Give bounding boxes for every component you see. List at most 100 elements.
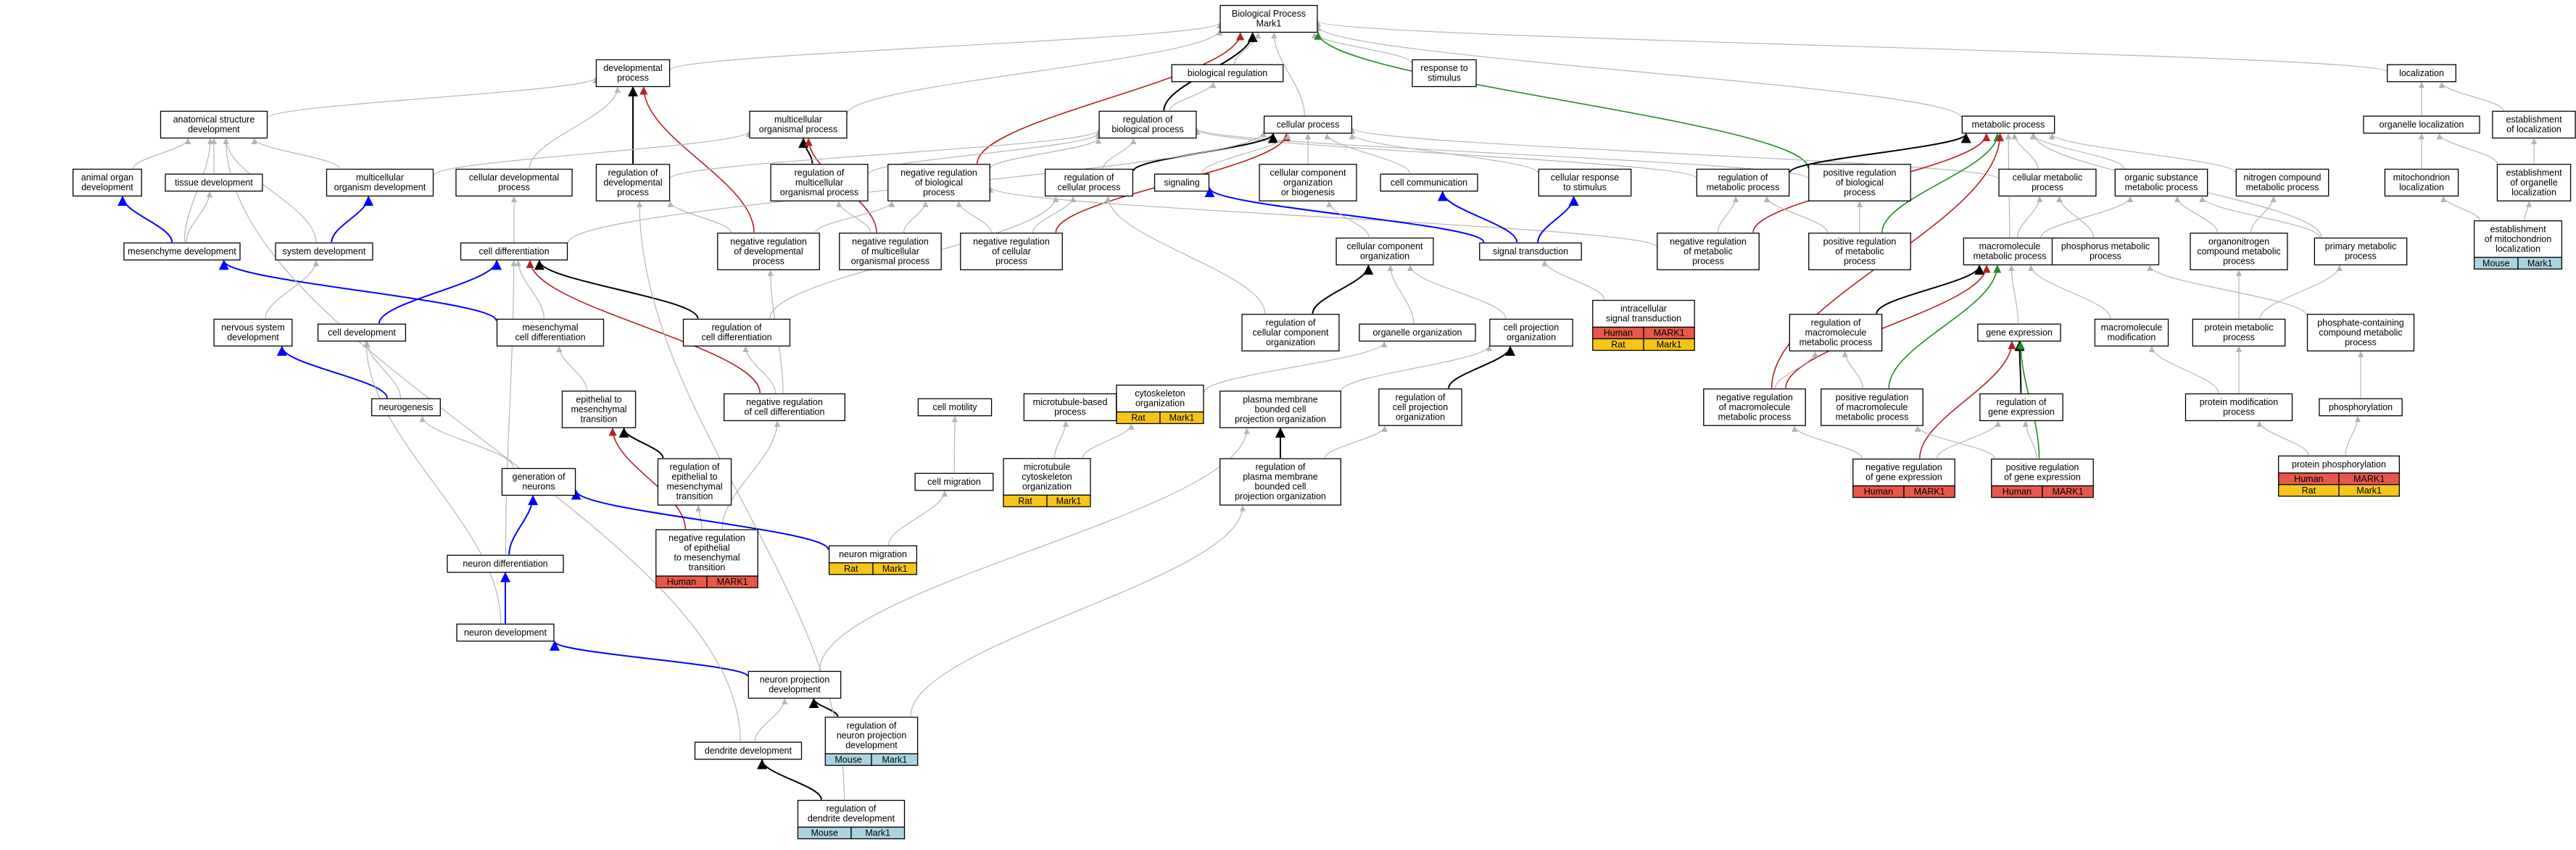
go-term-node[interactable]: cell motility (917, 398, 993, 417)
edge-red (1919, 341, 2016, 459)
go-term-node[interactable]: localization (2387, 64, 2456, 83)
go-term-node[interactable]: dendrite development (694, 741, 803, 760)
node-box (595, 164, 671, 201)
edge-gray (1774, 351, 1818, 388)
node-box (496, 318, 605, 347)
go-term-node[interactable]: cellular process (1263, 115, 1353, 134)
go-term-node[interactable]: phosphorylation (2319, 398, 2403, 417)
go-term-node[interactable]: signaling (1154, 173, 1210, 192)
node-label: macromolecule (2101, 322, 2163, 333)
go-term-node[interactable]: cell development (317, 323, 407, 342)
annotation-label: Human (667, 577, 696, 587)
go-term-node[interactable]: mesenchyme development (123, 242, 241, 261)
edge-gray (1103, 138, 1137, 169)
node-box (1998, 168, 2097, 197)
go-term-node[interactable]: signal transduction (1479, 242, 1582, 261)
go-term-node[interactable]: cell differentiation (460, 242, 568, 261)
go-term-node[interactable]: system development (275, 242, 373, 261)
edge-black (1448, 346, 1515, 389)
go-term-node[interactable]: neuron development (456, 623, 555, 642)
node-label: neuron differentiation (463, 559, 547, 569)
node-label: organization (1396, 412, 1445, 422)
go-term-node[interactable]: organelle organization (1359, 323, 1476, 342)
go-term-node[interactable]: biological regulation (1171, 64, 1284, 83)
go-term-node[interactable]: organelle localization (2363, 115, 2480, 134)
go-term-node[interactable]: cell communication (1380, 173, 1478, 192)
node-label: system development (283, 246, 366, 257)
go-term-node[interactable]: neurogenesis (371, 398, 441, 417)
go-term-node[interactable]: tissue development (165, 173, 263, 192)
go-term-node[interactable]: gene expression (1977, 323, 2061, 342)
go-term-node[interactable]: neuron differentiation (447, 554, 564, 573)
go-term-node[interactable]: metabolic process (1961, 115, 2055, 134)
go-term-node[interactable]: cell migration (914, 472, 994, 491)
